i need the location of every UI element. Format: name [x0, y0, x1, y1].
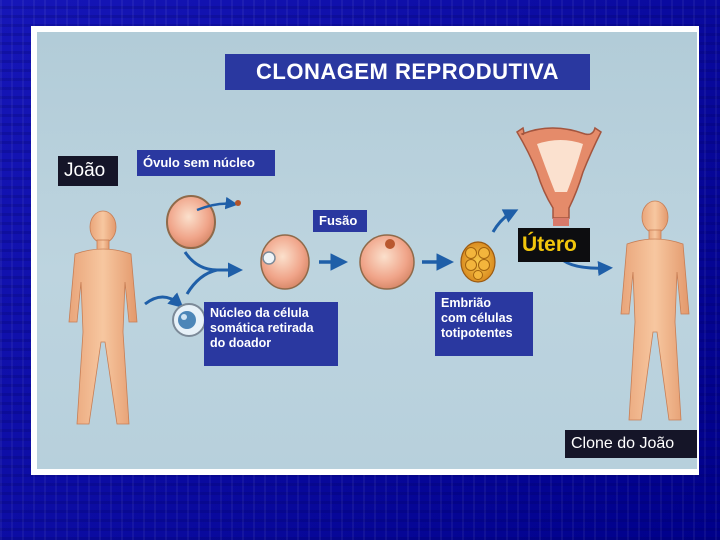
arrow-icon	[196, 196, 238, 212]
fusion-cell-icon	[359, 234, 415, 290]
arrow-icon	[491, 209, 519, 233]
label-nucleo: Núcleo da célula somática retirada do do…	[204, 302, 338, 366]
diagram-title: CLONAGEM REPRODUTIVA	[225, 54, 590, 90]
removed-nucleus-icon	[235, 200, 241, 206]
arrow-icon	[183, 251, 243, 278]
label-joao: João	[58, 156, 118, 186]
nucleus-cell-icon	[172, 303, 206, 337]
egg-cell-icon	[260, 234, 310, 290]
cloning-diagram: CLONAGEM REPRODUTIVA João Óvulo sem núcl…	[37, 32, 697, 469]
label-clone: Clone do João	[565, 430, 697, 458]
label-embriao: Embrião com células totipotentes	[435, 292, 533, 356]
human-figure-icon	[620, 200, 690, 421]
human-figure-icon	[68, 210, 138, 425]
arrow-icon	[144, 292, 184, 308]
uterus-icon	[515, 126, 602, 226]
arrow-icon	[185, 268, 218, 295]
egg-cell-icon	[166, 195, 216, 249]
label-ovulo: Óvulo sem núcleo	[137, 150, 275, 176]
embryo-icon	[460, 241, 496, 283]
label-fusao: Fusão	[313, 210, 367, 232]
label-utero: Útero	[518, 228, 590, 262]
image-frame: CLONAGEM REPRODUTIVA João Óvulo sem núcl…	[31, 26, 699, 475]
